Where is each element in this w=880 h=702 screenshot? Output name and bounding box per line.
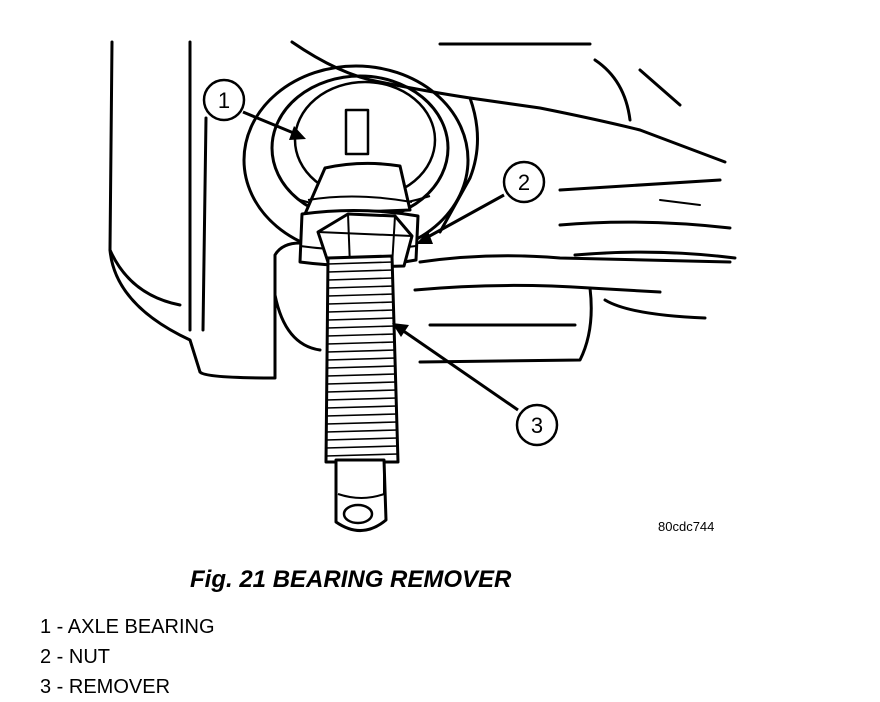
arrowhead-2	[416, 231, 433, 244]
callout-number-1: 1	[218, 88, 230, 113]
leader-arrow-2	[425, 193, 505, 240]
legend: 1 - AXLE BEARING 2 - NUT 3 - REMOVER	[40, 612, 215, 702]
figure-caption: Fig. 21 BEARING REMOVER	[190, 566, 512, 593]
legend-item-nut: 2 - NUT	[40, 646, 110, 668]
callout-2: 2	[502, 160, 546, 204]
leader-arrow-1	[242, 110, 297, 136]
arrowhead-1	[289, 126, 306, 140]
leader-arrows	[242, 110, 519, 412]
callout-number-3: 3	[531, 413, 543, 438]
arrowhead-3	[392, 323, 409, 337]
callout-1: 1	[202, 78, 246, 122]
legend-item-remover: 3 - REMOVER	[40, 676, 171, 698]
figure-code: 80cdc744	[658, 519, 714, 534]
leader-arrow-3	[401, 328, 519, 412]
callout-3: 3	[515, 403, 559, 447]
legend-item-axle-bearing: 1 - AXLE BEARING	[40, 616, 215, 638]
bearing-remover-illustration: 1 2 3 80cdc744	[108, 40, 737, 534]
axle-housing	[108, 40, 737, 380]
callout-number-2: 2	[518, 170, 530, 195]
remover-screw	[324, 254, 400, 532]
